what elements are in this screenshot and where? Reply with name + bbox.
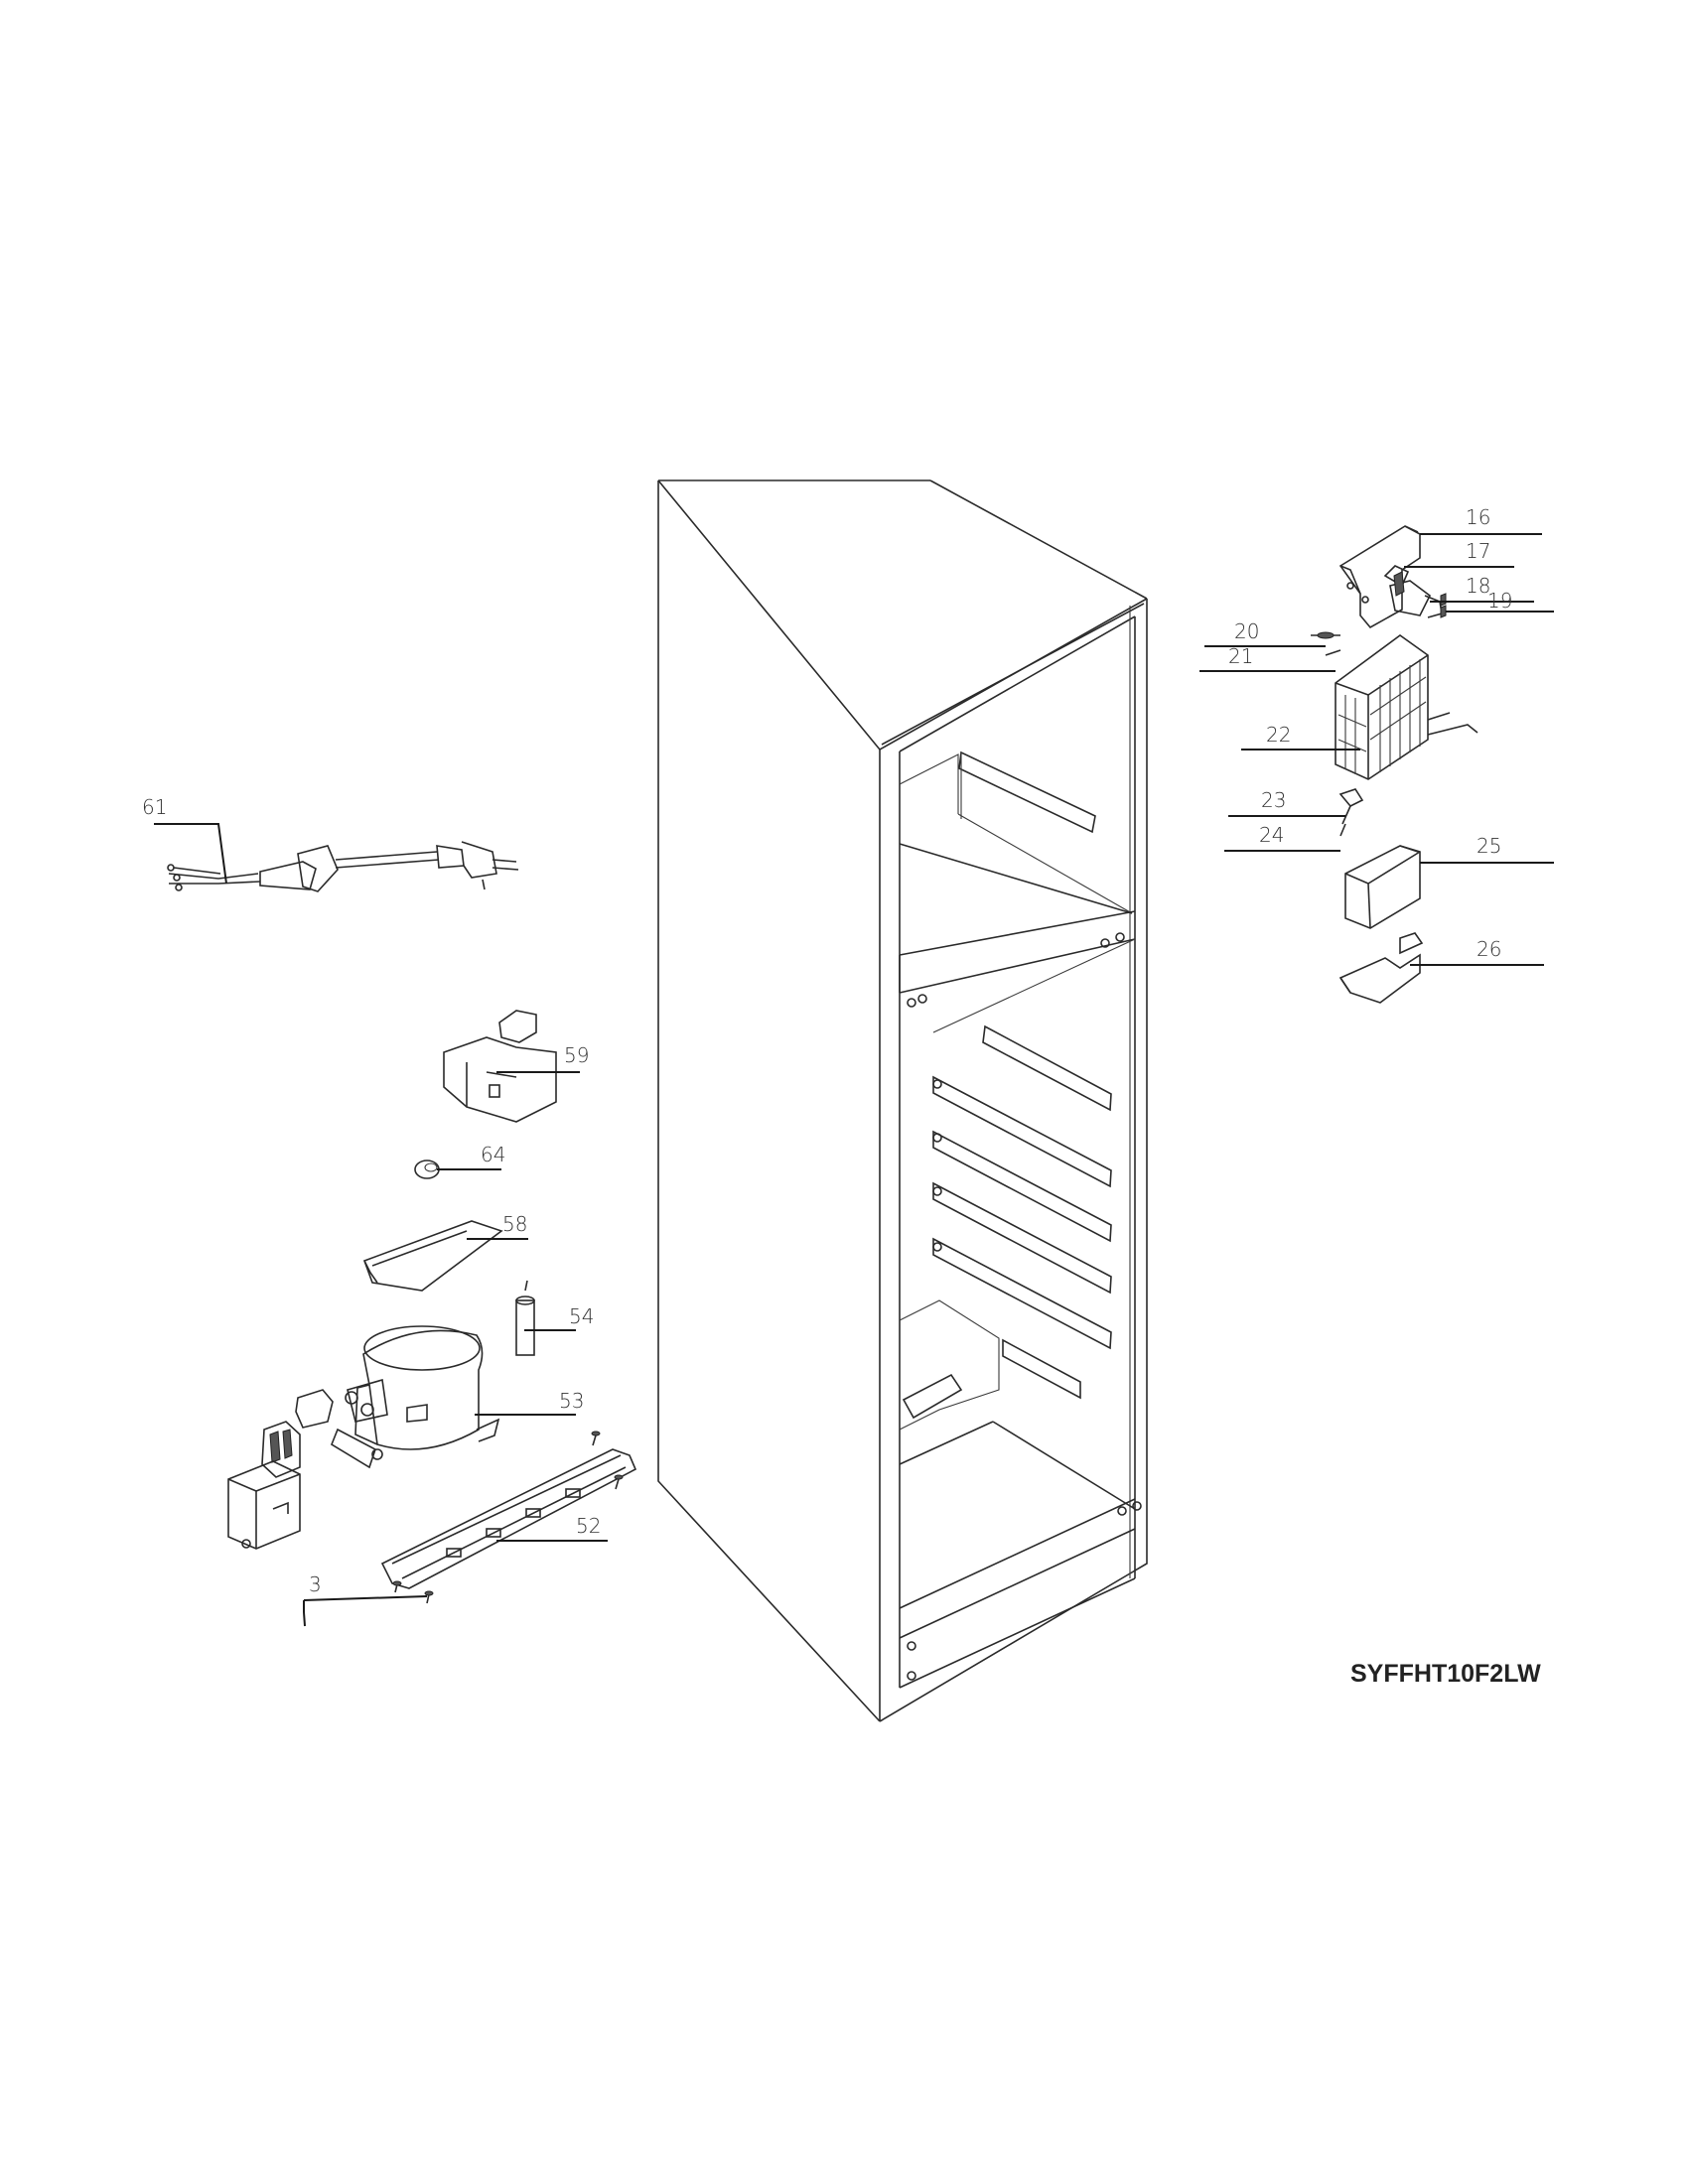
callout-52: 52 xyxy=(576,1514,601,1538)
relay-box-part xyxy=(227,1460,301,1550)
callout-53: 53 xyxy=(559,1389,584,1413)
power-cord-part xyxy=(167,841,519,892)
evaporator-part xyxy=(1335,634,1478,780)
model-number: SYFFHT10F2LW xyxy=(1350,1660,1541,1688)
refrigerator-cabinet xyxy=(657,479,1148,1722)
callout-24: 24 xyxy=(1259,823,1284,847)
callout-17: 17 xyxy=(1466,539,1490,563)
callout-22: 22 xyxy=(1266,723,1291,747)
drain-pan-part xyxy=(362,1220,503,1292)
thermistor-part xyxy=(1311,631,1340,639)
evaporator-bracket-part xyxy=(1338,525,1421,629)
defrost-limiter-part xyxy=(1338,788,1364,825)
leader-3 xyxy=(303,1595,428,1601)
evaporator-tray-part xyxy=(1338,932,1424,1004)
callout-54: 54 xyxy=(569,1304,594,1328)
callout-26: 26 xyxy=(1477,937,1501,961)
evaporator-cover-part xyxy=(1344,845,1421,929)
callout-61: 61 xyxy=(142,795,167,819)
screw-part xyxy=(392,1431,624,1604)
defrost-heater-part xyxy=(1325,649,1341,656)
compressor-part xyxy=(295,1325,500,1469)
callout-58: 58 xyxy=(502,1212,527,1236)
leader-61 xyxy=(154,823,227,885)
capacitor-part xyxy=(515,1280,535,1356)
callout-18: 18 xyxy=(1466,574,1490,598)
callout-25: 25 xyxy=(1477,834,1501,858)
relay-cover-part xyxy=(443,1010,557,1123)
callout-labels: 61 59 64 58 54 53 52 3 16 17 18 19 20 21… xyxy=(142,505,1512,1596)
callout-16: 16 xyxy=(1466,505,1490,529)
callout-20: 20 xyxy=(1234,619,1259,643)
callout-59: 59 xyxy=(564,1043,589,1067)
leader-3-vert xyxy=(303,1600,306,1627)
leader-lines xyxy=(154,533,1554,1627)
fan-screw-part xyxy=(1440,593,1447,618)
callout-23: 23 xyxy=(1261,788,1286,812)
callout-19: 19 xyxy=(1487,589,1512,613)
base-rail-part xyxy=(380,1448,637,1589)
callout-64: 64 xyxy=(481,1143,505,1166)
callout-21: 21 xyxy=(1228,644,1253,668)
callout-3: 3 xyxy=(309,1572,322,1596)
grommet-part xyxy=(414,1160,440,1179)
wire-harness-part xyxy=(1339,823,1346,837)
relay-part xyxy=(261,1421,301,1478)
fan-motor-part xyxy=(1383,565,1443,618)
